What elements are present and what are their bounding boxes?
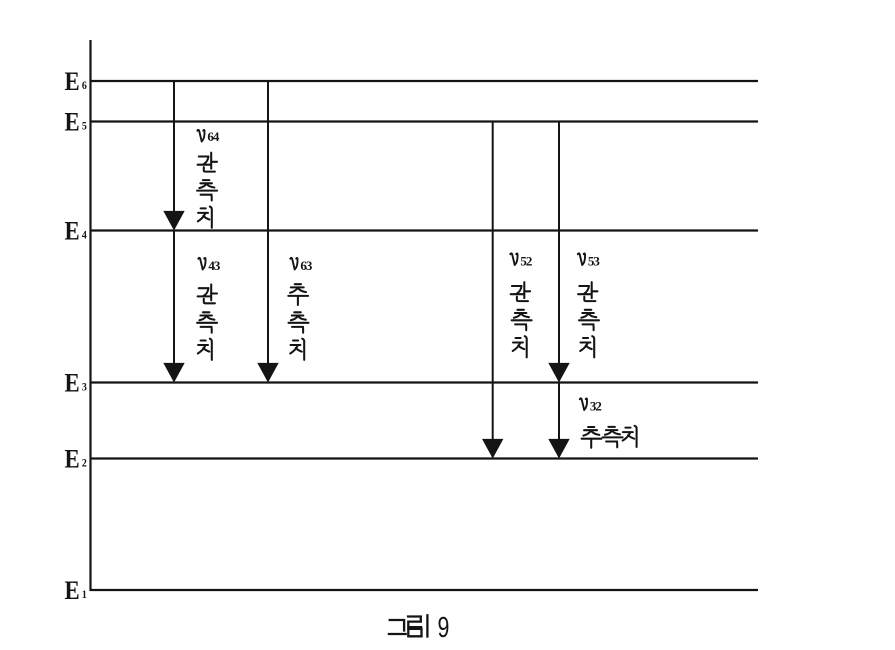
svg-text:43: 43 — [208, 258, 221, 273]
svg-text:E2: E2 — [65, 445, 87, 474]
svg-text:E5: E5 — [65, 108, 87, 137]
svg-text:E1: E1 — [65, 576, 87, 605]
svg-text:E6: E6 — [65, 67, 88, 96]
svg-text:9: 9 — [438, 612, 450, 644]
svg-text:E3: E3 — [65, 369, 87, 398]
svg-text:E4: E4 — [65, 217, 88, 246]
svg-text:52: 52 — [520, 253, 532, 268]
svg-text:64: 64 — [207, 129, 220, 144]
svg-text:32: 32 — [590, 398, 602, 413]
svg-text:53: 53 — [588, 253, 601, 268]
svg-text:63: 63 — [300, 258, 313, 273]
